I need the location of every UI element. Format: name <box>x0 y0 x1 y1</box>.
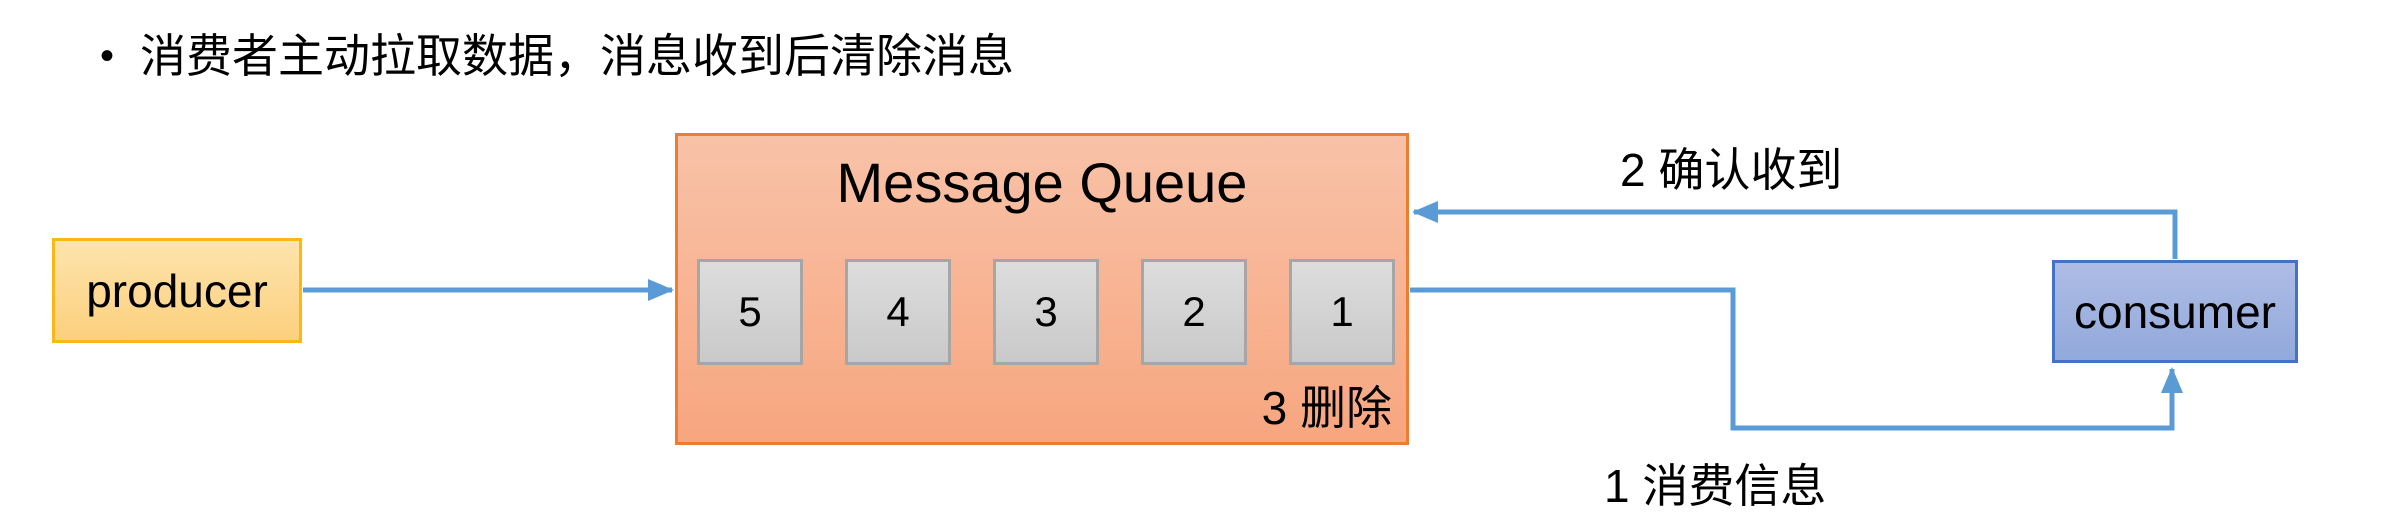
delete-step-label: 3 删除 <box>1261 382 1392 434</box>
producer-label: producer <box>86 264 268 317</box>
message-number: 4 <box>886 288 910 335</box>
message-row: 5 4 3 2 1 <box>697 259 1395 365</box>
message-number: 2 <box>1182 288 1206 335</box>
message-box-1: 1 <box>1289 259 1395 365</box>
ack-arrow <box>1412 201 2178 259</box>
message-number: 1 <box>1330 288 1354 335</box>
bullet-line: • 消费者主动拉取数据，消息收到后清除消息 <box>100 26 1014 86</box>
message-box-3: 3 <box>993 259 1099 365</box>
producer-node: producer <box>52 238 302 343</box>
consume-step-label: 1 消费信息 <box>1604 460 1827 512</box>
message-number: 5 <box>738 288 762 335</box>
ack-step-label: 2 确认收到 <box>1620 144 1843 196</box>
message-queue-node: Message Queue 5 4 3 2 1 3 删除 <box>675 133 1409 445</box>
message-number: 3 <box>1034 288 1058 335</box>
bullet-marker: • <box>100 34 115 78</box>
bullet-text: 消费者主动拉取数据，消息收到后清除消息 <box>140 30 1015 82</box>
message-box-4: 4 <box>845 259 951 365</box>
message-queue-title: Message Queue <box>836 151 1248 214</box>
consumer-label: consumer <box>2074 285 2276 338</box>
message-box-2: 2 <box>1141 259 1247 365</box>
message-box-5: 5 <box>697 259 803 365</box>
consumer-node: consumer <box>2052 260 2298 363</box>
